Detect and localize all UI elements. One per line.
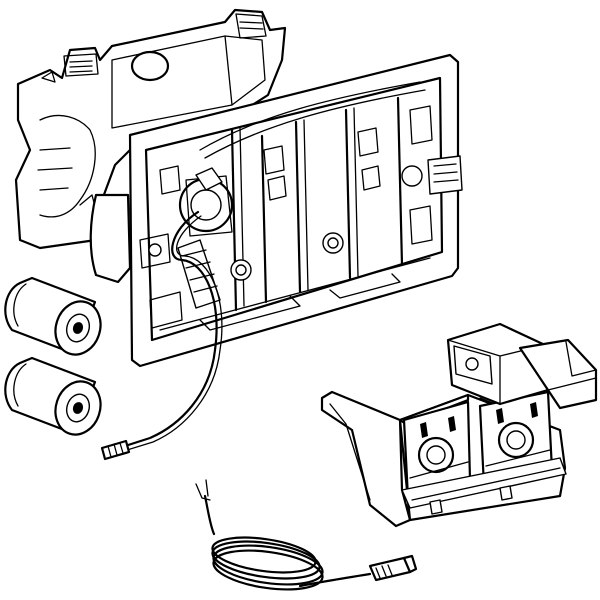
connection-cable xyxy=(195,479,418,591)
sensor-cable xyxy=(100,210,223,461)
control-module xyxy=(320,322,598,528)
battery-2 xyxy=(4,356,102,436)
actuator-frame xyxy=(128,53,463,368)
battery-1 xyxy=(4,276,102,356)
